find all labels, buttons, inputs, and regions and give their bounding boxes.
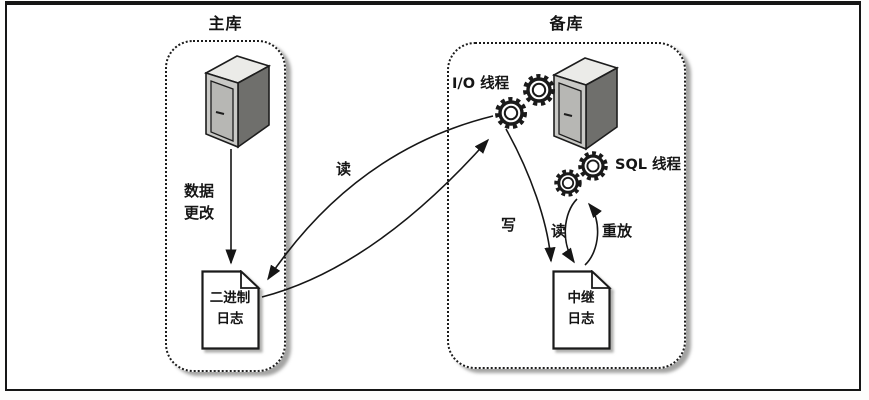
replica-box-title: 备库 (549, 14, 584, 33)
relay-log-document-icon: 中继 日志 (552, 269, 612, 350)
binlog-document-icon: 二进制 日志 (201, 269, 261, 350)
replay-label: 重放 (602, 222, 633, 240)
figure-frame (5, 1, 861, 391)
replica-server-icon (541, 52, 629, 156)
data-change-label: 数据 更改 (183, 182, 214, 222)
sql-thread-label: SQL 线程 (615, 157, 682, 173)
binlog-label: 二进制 日志 (209, 290, 251, 327)
master-server-icon (193, 50, 281, 154)
io-thread-gears-icon (482, 62, 574, 144)
sql-thread-gears-icon (546, 144, 618, 210)
io-thread-label: I/O 线程 (452, 76, 510, 92)
write-relay-label: 写 (501, 216, 517, 234)
master-box-title: 主库 (208, 14, 243, 33)
read-relay-label: 读 (551, 222, 567, 240)
read-binlog-label: 读 (336, 160, 352, 178)
relay-log-label: 中继 日志 (567, 290, 595, 327)
